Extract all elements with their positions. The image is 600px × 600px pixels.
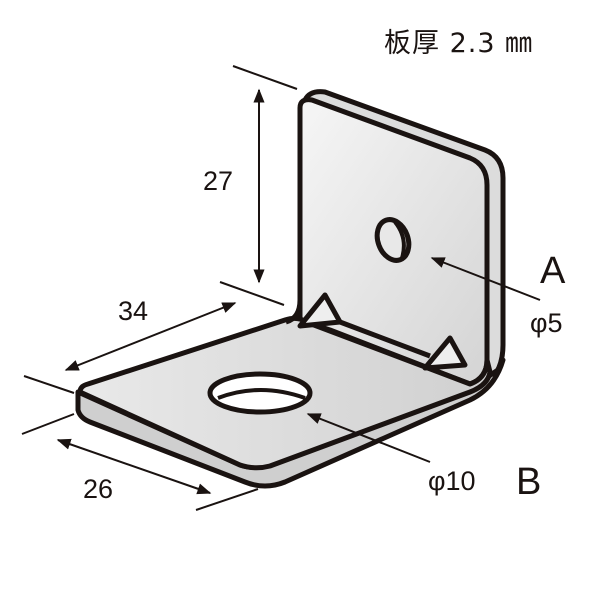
dim-arrow-26: [56, 438, 212, 495]
dim-arrow-34: [64, 302, 237, 371]
ext-line-27-top: [232, 65, 298, 90]
rib-right: [422, 335, 468, 371]
ext-line-27-bottom: [219, 281, 285, 306]
leader-a: [430, 257, 541, 301]
hole-b-label: B: [516, 461, 542, 503]
ext-line-left-top: [23, 375, 75, 394]
dimension-height-label: 27: [203, 166, 234, 196]
hole-a: [374, 217, 412, 263]
leader-b: [306, 413, 431, 463]
dimension-depth-label: 34: [118, 296, 149, 326]
rib-left: [297, 292, 343, 329]
ext-line-left-bottom: [21, 413, 75, 435]
bend-fillet: [285, 299, 303, 325]
ext-line-26-right: [195, 488, 259, 511]
hole-a-label: A: [540, 250, 566, 292]
hole-a-diameter: φ5: [530, 308, 563, 338]
hole-b: [207, 371, 313, 415]
plate-thickness-label: 板厚 2.3 ㎜: [384, 28, 534, 59]
hole-b-diameter: φ10: [428, 466, 476, 496]
rib-line: [339, 319, 431, 359]
dimension-width-label: 26: [83, 474, 114, 504]
